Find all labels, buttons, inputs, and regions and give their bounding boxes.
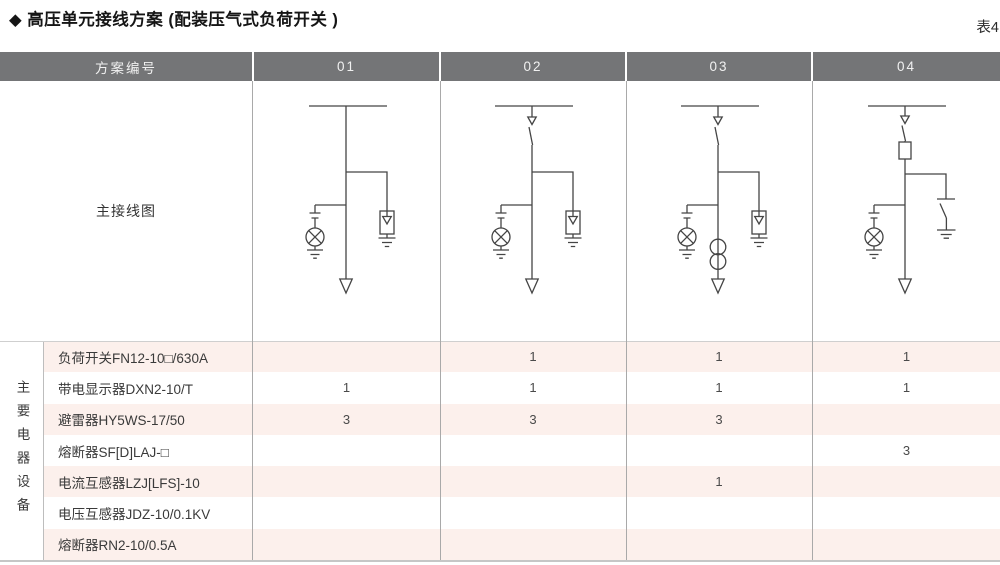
header-cell-02: 02 [441,52,625,81]
table-row: 带电显示器DXN2-10/T 1 1 1 1 [0,372,1000,403]
page-title: ◆ 高压单元接线方案 (配装压气式负荷开关 ) [9,11,339,29]
surge-arrester-icon [346,171,396,248]
qty-cell [627,498,811,529]
current-transformer-icon [709,238,727,270]
qty-cell [254,466,439,497]
qty-cell: 1 [715,474,723,490]
charged-display-indicator-icon [491,204,532,259]
qty-cell [441,498,625,529]
qty-cell: 1 [342,380,351,396]
diagram-scheme-04 [813,81,999,341]
cable-outgoing-icon [524,278,540,295]
qty-cell: 1 [529,349,537,365]
qty-cell: 1 [715,380,723,396]
qty-cell: 1 [902,380,911,396]
cable-outgoing-icon [710,278,726,295]
table-row: 电压互感器JDZ-10/0.1KV [0,498,1000,529]
table-row: 熔断器SF[D]LAJ-□ 3 [0,435,1000,466]
load-switch-icon [526,106,538,146]
equipment-name: 带电显示器DXN2-10/T [58,381,194,397]
sheet-number: 表4 [976,20,999,36]
qty-cell [441,435,625,466]
charged-display-indicator-icon [305,204,346,259]
table-row: 熔断器RN2-10/0.5A [0,528,1000,561]
cable-outgoing-icon [338,278,354,295]
scheme-table: 方案编号 01 02 03 04 负荷开关FN12-10□/630A 1 1 1… [0,52,1000,562]
equipment-name: 熔断器SF[D]LAJ-□ [58,444,169,460]
equipment-name: 电压互感器JDZ-10/0.1KV [58,507,211,523]
divider [626,81,627,560]
divider [440,81,441,560]
divider [812,81,813,560]
qty-cell: 3 [715,411,723,427]
qty-cell [441,466,625,497]
divider [0,341,1000,342]
fuse-icon [898,141,912,160]
table-row: 避雷器HY5WS-17/50 3 3 3 [0,403,1000,435]
qty-cell: 3 [529,411,537,427]
qty-cell: 3 [342,411,351,427]
table-row: 负荷开关FN12-10□/630A 1 1 1 [0,341,1000,373]
header-cell-scheme-number: 方案编号 [0,52,252,81]
equipment-group-label: 主要电器设备 [14,380,30,521]
equipment-group-cell: 主要电器设备 [0,341,44,560]
header-cell-04: 04 [813,52,1000,81]
diagram-scheme-03 [626,81,812,341]
qty-cell [813,498,1000,529]
equipment-name: 避雷器HY5WS-17/50 [58,413,185,429]
diagram-scheme-01 [254,81,440,341]
equipment-name: 熔断器RN2-10/0.5A [58,538,177,554]
earthing-switch-icon [905,173,956,239]
divider [0,560,1000,562]
divider [252,81,253,560]
table-row: 电流互感器LZJ[LFS]-10 1 [0,466,1000,498]
equipment-name: 电流互感器LZJ[LFS]-10 [58,475,200,491]
qty-cell [813,529,1000,560]
cable-outgoing-icon [897,278,913,295]
diagram-scheme-02 [440,81,626,341]
qty-cell: 1 [529,380,537,396]
surge-arrester-icon [532,171,582,248]
qty-cell: 1 [715,349,723,365]
header-cell-01: 01 [254,52,439,81]
charged-display-indicator-icon [864,204,905,259]
qty-cell [254,529,439,560]
qty-cell [627,529,811,560]
qty-cell: 1 [902,349,911,365]
charged-display-indicator-icon [677,204,718,259]
qty-cell [254,341,439,372]
load-switch-icon [712,106,724,146]
diagram-row-label: 主接线图 [96,203,156,219]
load-switch-icon [899,106,911,142]
qty-cell [813,466,1000,497]
qty-cell [441,529,625,560]
qty-cell [813,404,1000,435]
surge-arrester-icon [718,171,768,248]
qty-cell [254,498,439,529]
equipment-name: 负荷开关FN12-10□/630A [58,350,208,366]
qty-cell [254,435,439,466]
qty-cell [627,435,811,466]
qty-cell: 3 [902,443,911,459]
header-cell-03: 03 [627,52,811,81]
